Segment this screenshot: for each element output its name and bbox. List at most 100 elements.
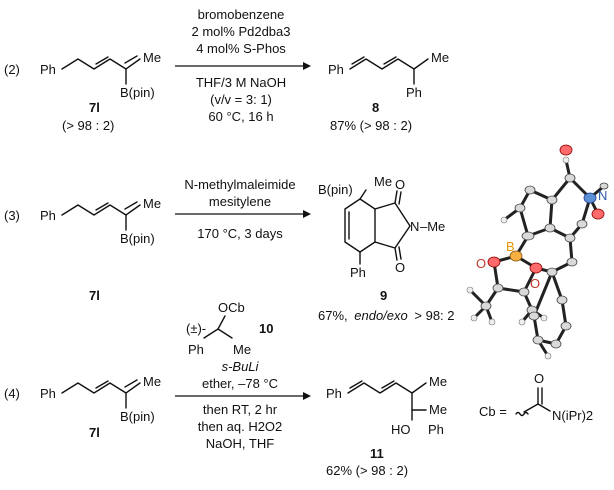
double-bond (95, 56, 109, 65)
entry-index: (4) (4, 386, 20, 401)
methyl-label: Me (429, 374, 447, 389)
compound-label: 10 (259, 321, 273, 336)
product-11: Ph Me Me HO Ph (326, 374, 447, 437)
cb-definition: Cb = O N(iPr)2 (479, 371, 593, 423)
diene-chain (347, 382, 427, 394)
n-methyl-label: –Me (420, 219, 445, 234)
compound-label: 7l (89, 100, 100, 115)
nitrogen-label: N (410, 219, 419, 234)
oxygen-atom (559, 144, 573, 156)
yield-label: 62% (> 98 : 2) (326, 463, 408, 478)
carbamate-bond (523, 403, 539, 413)
product-9: B(pin) Me Ph O O N –Me (318, 174, 445, 280)
boron-atom (509, 250, 523, 262)
compound-label: 11 (370, 446, 384, 461)
oxygen-label: O (395, 177, 405, 192)
carbonyl-bond (394, 190, 398, 204)
reagent-line: 2 mol% Pd2dba3 (191, 24, 290, 39)
diisopropylamino-label: N(iPr)2 (552, 408, 593, 423)
arrow-head (303, 210, 311, 218)
ocb-label: OCb (218, 300, 245, 315)
condition-line: 170 °C, 3 days (197, 226, 283, 241)
arrow-head (303, 62, 311, 70)
methyl-label: Me (374, 174, 392, 189)
entry-3: (3) Ph Me B(pin) 7l N-methylmaleimide me… (4, 144, 609, 360)
diene-chain (349, 58, 429, 70)
compound-label: 7l (89, 288, 100, 303)
oxygen-label: O (530, 276, 540, 291)
bpin-label: B(pin) (120, 409, 155, 424)
phenyl-label: Ph (40, 208, 56, 223)
racemic-prefix: (±)- (186, 321, 206, 336)
entry-4: (4) Ph Me B(pin) 7l (±)- OCb Ph Me 10 s-… (4, 300, 593, 478)
reagent-line: mesitylene (209, 194, 271, 209)
double-bond (124, 55, 138, 64)
compound-label: 8 (372, 100, 379, 115)
amide-bond (537, 403, 551, 412)
carbonyl-bond (398, 246, 402, 260)
reagent-line: N-methylmaleimide (184, 177, 295, 192)
diene-chain (61, 58, 141, 70)
bpin-label: B(pin) (318, 182, 353, 197)
methyl-bond (359, 189, 367, 200)
yield-label: 67%, endo/exo > 98: 2 (318, 308, 455, 323)
oxygen-atom (487, 256, 501, 268)
bpin-label: B(pin) (120, 231, 155, 246)
hydroxyl-label: HO (391, 422, 411, 437)
condition-line: (v/v = 3: 1) (210, 92, 272, 107)
double-bond (349, 380, 363, 389)
ratio-label: (> 98 : 2) (62, 118, 114, 133)
wavy-bond (515, 411, 529, 417)
methyl-label: Me (233, 342, 251, 357)
oxygen-bond (217, 315, 226, 330)
double-bond (381, 380, 395, 389)
reactant-7l: Ph Me B(pin) (40, 50, 161, 100)
yield-label: 87% (> 98 : 2) (330, 118, 412, 133)
nitrogen-label: N (598, 188, 607, 203)
methyl-label: Me (143, 374, 161, 389)
carbonyl-bond (398, 191, 402, 205)
double-bond (95, 380, 109, 389)
oxygen-atom (591, 208, 605, 220)
reactant-7l: Ph Me B(pin) (40, 374, 161, 424)
reagent-line: ether, –78 °C (202, 376, 278, 391)
condition-line: then aq. H2O2 (198, 419, 283, 434)
double-bond (124, 379, 138, 388)
compound-label: 9 (380, 288, 387, 303)
diene-chain (61, 204, 141, 216)
entry-2: (2) Ph Me B(pin) 7l (> 98 : 2) bromobenz… (4, 7, 449, 133)
compound-label: 7l (89, 425, 100, 440)
double-bond (351, 56, 365, 65)
carbonyl-bond (394, 247, 398, 261)
entry-index: (3) (4, 208, 20, 223)
condition-line: THF/3 M NaOH (196, 75, 286, 90)
phenyl-label: Ph (326, 386, 342, 401)
phenyl-label: Ph (328, 62, 344, 77)
phenyl-label: Ph (188, 342, 204, 357)
methyl-label: Me (143, 196, 161, 211)
carbamate-10: (±)- OCb Ph Me 10 (186, 300, 273, 357)
reagent-line: 4 mol% S-Phos (196, 41, 286, 56)
phenyl-label: Ph (40, 386, 56, 401)
methyl-label: Me (429, 402, 447, 417)
phenyl-label: Ph (350, 265, 366, 280)
imide-ring (374, 202, 411, 249)
double-bond (124, 201, 138, 210)
condition-line: NaOH, THF (206, 436, 274, 451)
entry-index: (2) (4, 62, 20, 77)
condition-line: then RT, 2 hr (203, 402, 278, 417)
bpin-label: B(pin) (120, 85, 155, 100)
methyl-label: Me (143, 50, 161, 65)
condition-line: 60 °C, 16 h (208, 109, 273, 124)
phenyl-label: Ph (428, 422, 444, 437)
product-8: Ph Me Ph (328, 50, 449, 100)
arrow-head (303, 392, 311, 400)
reactant-7l: Ph Me B(pin) (40, 196, 161, 246)
methyl-label: Me (431, 50, 449, 65)
cb-lhs: Cb = (479, 404, 507, 419)
double-bond (383, 56, 397, 65)
diene-chain (61, 382, 141, 394)
nitrogen-atom (583, 192, 597, 204)
oxygen-label: O (395, 260, 405, 275)
